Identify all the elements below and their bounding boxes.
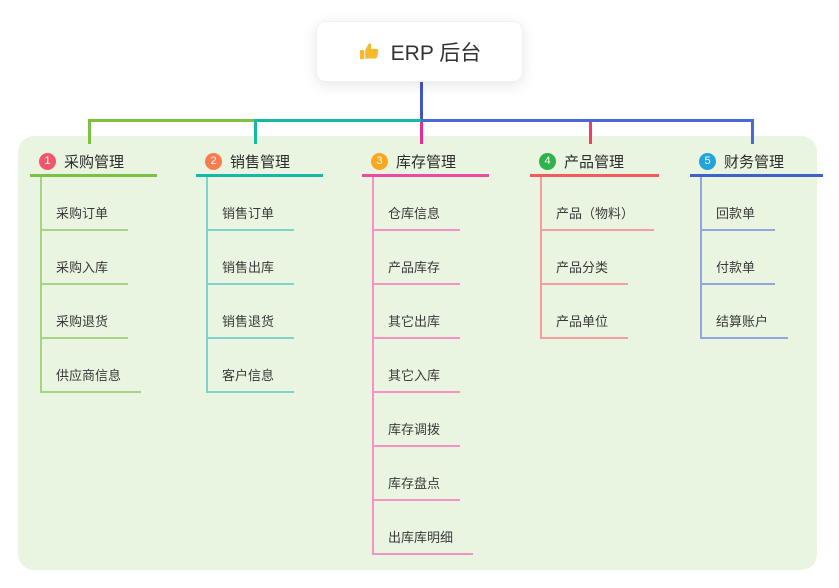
node-label: 采购订单 — [42, 203, 129, 231]
mindmap-node[interactable]: 出库库明细 — [374, 501, 489, 555]
node-label: 付款单 — [702, 257, 776, 285]
branch-drop-line-3 — [419, 122, 423, 144]
branch-title: 库存管理 — [396, 153, 457, 171]
node-label: 供应商信息 — [42, 365, 142, 393]
mindmap-node[interactable]: 回款单 — [702, 177, 823, 231]
node-label: 库存盘点 — [374, 473, 461, 501]
mindmap-node[interactable]: 付款单 — [702, 231, 823, 285]
mindmap-node[interactable]: 客户信息 — [208, 339, 323, 393]
branch-drop-line-1 — [87, 122, 91, 144]
node-label: 销售退货 — [208, 311, 295, 339]
node-label: 产品库存 — [374, 257, 461, 285]
mindmap-node[interactable]: 其它出库 — [374, 285, 489, 339]
branch-number-badge: 5 — [699, 152, 716, 170]
branch-number-badge: 2 — [205, 152, 222, 170]
mindmap-node[interactable]: 仓库信息 — [374, 177, 489, 231]
mindmap-node[interactable]: 采购退货 — [42, 285, 157, 339]
branch-1: 1 采购管理采购订单采购入库采购退货供应商信息 — [30, 148, 157, 393]
branch-title: 采购管理 — [64, 153, 125, 171]
branch-item-list: 采购订单采购入库采购退货供应商信息 — [40, 177, 157, 393]
branch-number-badge: 1 — [39, 152, 56, 170]
branch-4: 4 产品管理产品（物料） 产品分类产品单位 — [530, 148, 659, 339]
node-label: 出库库明细 — [374, 527, 474, 555]
bus-segment-right — [421, 119, 754, 122]
mindmap-node[interactable]: 其它入库 — [374, 339, 489, 393]
node-label: 库存调拨 — [374, 419, 461, 447]
mindmap-node[interactable]: 产品单位 — [542, 285, 659, 339]
node-label: 仓库信息 — [374, 203, 461, 231]
branch-header[interactable]: 2 销售管理 — [196, 148, 323, 177]
branch-number-badge: 4 — [539, 152, 556, 170]
bus-segment-mid — [253, 119, 421, 122]
node-label: 采购入库 — [42, 257, 129, 285]
mindmap-node[interactable]: 销售出库 — [208, 231, 323, 285]
mindmap-node[interactable]: 销售订单 — [208, 177, 323, 231]
branch-item-list: 产品（物料） 产品分类产品单位 — [540, 177, 659, 339]
branch-title: 产品管理 — [564, 153, 625, 171]
mindmap-node[interactable]: 产品分类 — [542, 231, 659, 285]
branch-header[interactable]: 3 库存管理 — [362, 148, 489, 177]
mindmap-node[interactable]: 库存调拨 — [374, 393, 489, 447]
branch-header[interactable]: 4 产品管理 — [530, 148, 659, 177]
root-node[interactable]: ERP 后台 — [316, 21, 523, 82]
mindmap-node[interactable]: 产品库存 — [374, 231, 489, 285]
node-label: 其它入库 — [374, 365, 461, 393]
branch-drop-line-2 — [253, 122, 257, 144]
node-label: 客户信息 — [208, 365, 295, 393]
mindmap-node[interactable]: 采购入库 — [42, 231, 157, 285]
branch-title: 财务管理 — [724, 153, 785, 171]
mindmap-node[interactable]: 采购订单 — [42, 177, 157, 231]
node-label: 采购退货 — [42, 311, 129, 339]
node-label: 销售出库 — [208, 257, 295, 285]
branch-title: 销售管理 — [230, 153, 291, 171]
branches-panel — [18, 136, 817, 570]
branch-item-list: 仓库信息产品库存其它出库其它入库库存调拨库存盘点出库库明细 — [372, 177, 489, 555]
mindmap-node[interactable]: 供应商信息 — [42, 339, 157, 393]
branch-5: 5 财务管理回款单付款单结算账户 — [690, 148, 823, 339]
root-riser-line — [419, 82, 423, 119]
branch-number-badge: 3 — [371, 152, 388, 170]
mindmap-node[interactable]: 结算账户 — [702, 285, 823, 339]
node-label: 产品分类 — [542, 257, 629, 285]
bus-segment-left — [87, 119, 255, 122]
root-label: ERP 后台 — [390, 41, 482, 65]
branch-3: 3 库存管理仓库信息产品库存其它出库其它入库库存调拨库存盘点出库库明细 — [362, 148, 489, 555]
mindmap-node[interactable]: 库存盘点 — [374, 447, 489, 501]
mindmap-node[interactable]: 销售退货 — [208, 285, 323, 339]
node-label: 销售订单 — [208, 203, 295, 231]
thumbs-up-icon — [358, 40, 381, 63]
branch-drop-line-5 — [750, 122, 754, 144]
node-label: 产品（物料） — [542, 203, 655, 231]
branch-header[interactable]: 1 采购管理 — [30, 148, 157, 177]
branch-item-list: 回款单付款单结算账户 — [700, 177, 823, 339]
node-label: 回款单 — [702, 203, 776, 231]
node-label: 结算账户 — [702, 311, 789, 339]
branch-drop-line-4 — [588, 122, 592, 144]
node-label: 其它出库 — [374, 311, 461, 339]
branch-2: 2 销售管理销售订单销售出库销售退货客户信息 — [196, 148, 323, 393]
node-label: 产品单位 — [542, 311, 629, 339]
branch-header[interactable]: 5 财务管理 — [690, 148, 823, 177]
mindmap-node[interactable]: 产品（物料） — [542, 177, 659, 231]
branch-item-list: 销售订单销售出库销售退货客户信息 — [206, 177, 323, 393]
